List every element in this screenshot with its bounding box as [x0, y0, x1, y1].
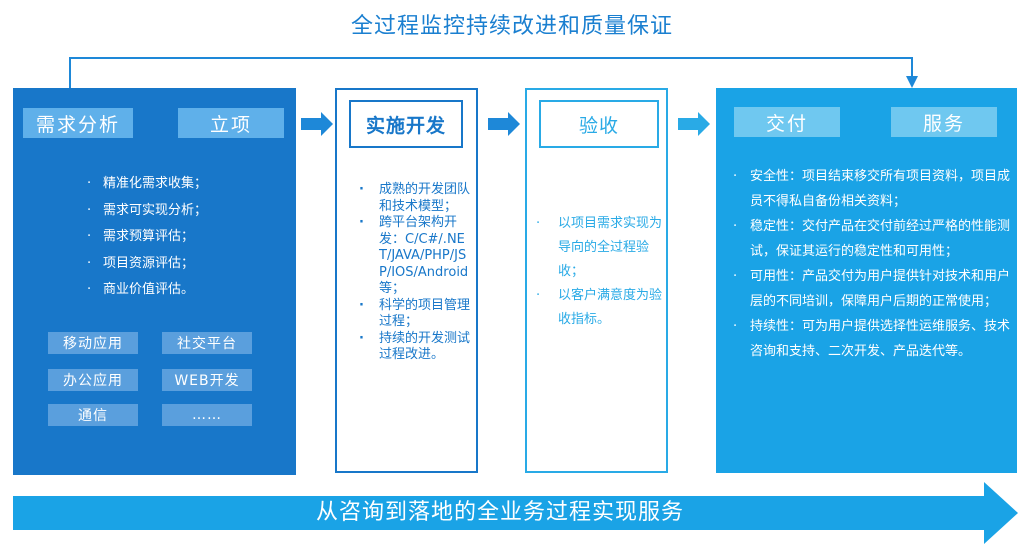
list-item: 跨平台架构开发：C/C#/.NET/JAVA/PHP/JSP/IOS/Andro… [359, 215, 475, 298]
stage4-delivery-box: 交付 [734, 107, 840, 137]
stage1-list: 精准化需求收集； 需求可实现分析； 需求预算评估； 项目资源评估； 商业价值评估… [87, 174, 287, 307]
list-item: 可用性：产品交付为用户提供针对技术和用户层的不同培训，保障用户后期的正常使用； [733, 264, 1011, 314]
stage1-project-box: 立项 [178, 108, 284, 138]
list-item: 商业价值评估。 [87, 280, 287, 307]
tag-mobile: 移动应用 [48, 332, 138, 354]
list-item: 持续的开发测试过程改进。 [359, 331, 475, 364]
tag-communication: 通信 [48, 404, 138, 426]
feedback-loop-line [69, 57, 913, 88]
list-item: 需求可实现分析； [87, 201, 287, 228]
list-item: 精准化需求收集； [87, 174, 287, 201]
tag-web: WEB开发 [162, 369, 252, 391]
list-item: 稳定性：交付产品在交付前经过严格的性能测试，保证其运行的稳定性和可用性； [733, 214, 1011, 264]
arrow-stage2-to-stage3 [488, 112, 520, 136]
list-item: 持续性：可为用户提供选择性运维服务、技术咨询和支持、二次开发、产品迭代等。 [733, 314, 1011, 364]
stage2-title: 实施开发 [349, 100, 463, 148]
tag-social: 社交平台 [162, 332, 252, 354]
list-item: 以项目需求实现为导向的全过程验收； [536, 212, 662, 284]
arrow-stage1-to-stage2 [301, 112, 333, 136]
stage2-list: 成熟的开发团队和技术模型； 跨平台架构开发：C/C#/.NET/JAVA/PHP… [359, 182, 475, 364]
feedback-loop-arrowhead [906, 76, 918, 88]
list-item: 需求预算评估； [87, 227, 287, 254]
top-title: 全过程监控持续改进和质量保证 [350, 14, 673, 39]
stage1-requirement-box: 需求分析 [23, 108, 133, 138]
list-item: 项目资源评估； [87, 254, 287, 281]
list-item: 安全性：项目结束移交所有项目资料，项目成员不得私自备份相关资料； [733, 164, 1011, 214]
bottom-banner-text: 从咨询到落地的全业务过程实现服务 [315, 500, 684, 525]
tag-office: 办公应用 [48, 369, 138, 391]
stage4-service-box: 服务 [891, 107, 997, 137]
list-item: 科学的项目管理过程； [359, 298, 475, 331]
tag-more: …… [162, 404, 252, 426]
arrow-stage3-to-stage4 [678, 112, 710, 136]
stage3-list: 以项目需求实现为导向的全过程验收； 以客户满意度为验收指标。 [536, 212, 662, 332]
list-item: 成熟的开发团队和技术模型； [359, 182, 475, 215]
stage4-list: 安全性：项目结束移交所有项目资料，项目成员不得私自备份相关资料； 稳定性：交付产… [733, 164, 1011, 364]
list-item: 以客户满意度为验收指标。 [536, 284, 662, 332]
bottom-banner-arrow [13, 482, 1018, 544]
stage3-title: 验收 [539, 100, 659, 148]
